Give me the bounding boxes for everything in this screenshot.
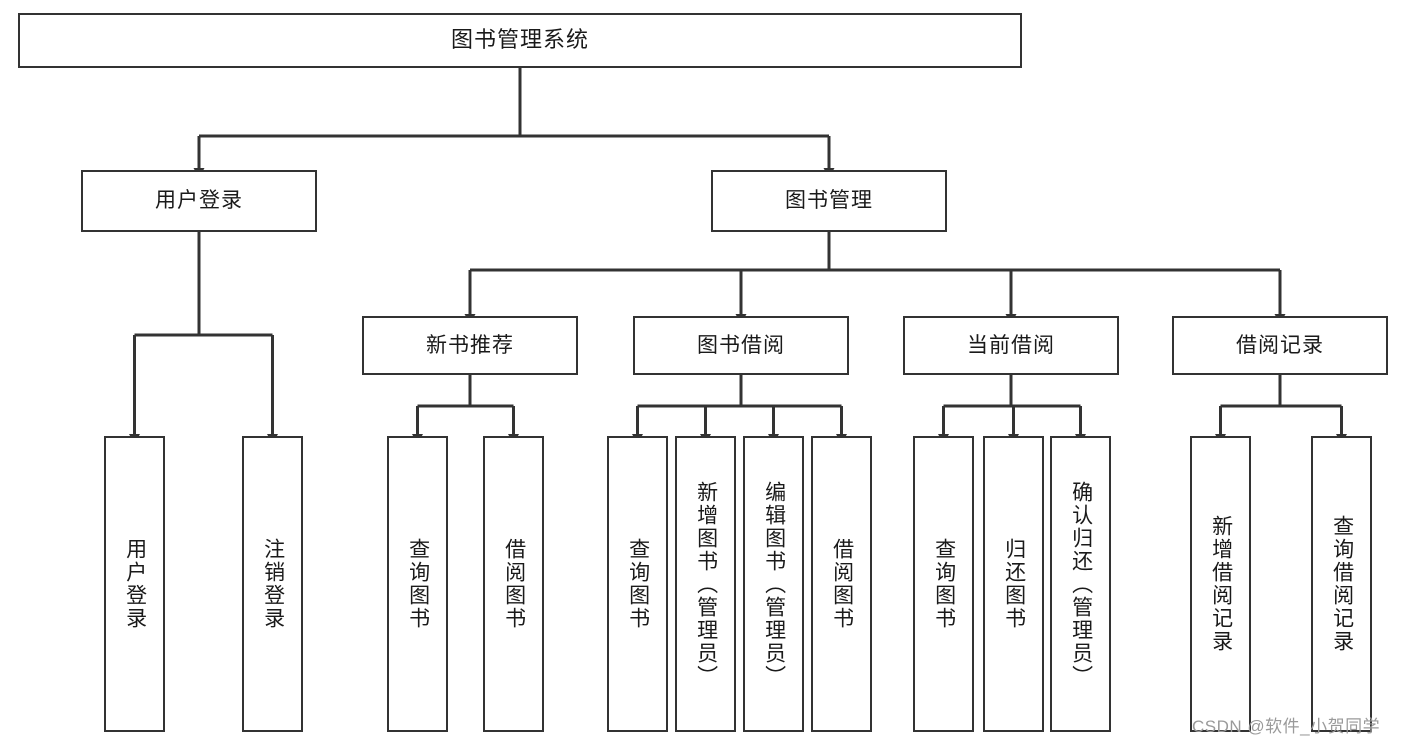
- node-book-manage[interactable]: 图书管理: [711, 170, 947, 232]
- node-label: 借阅图书: [830, 538, 854, 630]
- node-label: 图书借阅: [697, 333, 785, 357]
- node-label: 新书推荐: [426, 333, 514, 357]
- node-leaf-query-book-1[interactable]: 查询图书: [387, 436, 448, 732]
- node-leaf-add-book-admin[interactable]: 新增图书（管理员）: [675, 436, 736, 732]
- node-label: 查询图书: [406, 538, 430, 630]
- node-new-book-rec[interactable]: 新书推荐: [362, 316, 578, 375]
- node-leaf-query-borrow-record[interactable]: 查询借阅记录: [1311, 436, 1372, 732]
- node-label: 当前借阅: [967, 333, 1055, 357]
- node-label: 图书管理: [785, 189, 873, 213]
- node-current-borrow[interactable]: 当前借阅: [903, 316, 1119, 375]
- node-leaf-query-book-2[interactable]: 查询图书: [607, 436, 668, 732]
- node-leaf-query-book-3[interactable]: 查询图书: [913, 436, 974, 732]
- node-label: 借阅图书: [502, 538, 526, 630]
- node-leaf-edit-book-admin[interactable]: 编辑图书（管理员）: [743, 436, 804, 732]
- node-leaf-confirm-return-admin[interactable]: 确认归还（管理员）: [1050, 436, 1111, 732]
- node-leaf-logout-login[interactable]: 注销登录: [242, 436, 303, 732]
- node-label: 图书管理系统: [450, 27, 589, 53]
- node-label: 用户登录: [155, 189, 243, 213]
- node-label: 用户登录: [123, 538, 147, 630]
- node-label: 借阅记录: [1236, 333, 1324, 357]
- node-leaf-add-borrow-record[interactable]: 新增借阅记录: [1190, 436, 1251, 732]
- node-label: 新增图书（管理员）: [694, 480, 718, 688]
- node-label: 编辑图书（管理员）: [762, 480, 786, 688]
- node-label: 查询图书: [932, 538, 956, 630]
- node-label: 确认归还（管理员）: [1069, 480, 1093, 688]
- node-leaf-return-book[interactable]: 归还图书: [983, 436, 1044, 732]
- node-label: 新增借阅记录: [1209, 515, 1233, 653]
- node-label: 查询借阅记录: [1330, 515, 1354, 653]
- node-label: 注销登录: [261, 538, 285, 630]
- node-book-borrow[interactable]: 图书借阅: [633, 316, 849, 375]
- watermark: CSDN @软件_小贺同学: [1192, 717, 1381, 736]
- node-leaf-borrow-book-2[interactable]: 借阅图书: [811, 436, 872, 732]
- node-label: 查询图书: [626, 538, 650, 630]
- node-leaf-user-login[interactable]: 用户登录: [104, 436, 165, 732]
- node-label: 归还图书: [1002, 538, 1026, 630]
- node-leaf-borrow-book-1[interactable]: 借阅图书: [483, 436, 544, 732]
- node-borrow-record[interactable]: 借阅记录: [1172, 316, 1388, 375]
- node-user-login[interactable]: 用户登录: [81, 170, 317, 232]
- node-root[interactable]: 图书管理系统: [18, 13, 1022, 68]
